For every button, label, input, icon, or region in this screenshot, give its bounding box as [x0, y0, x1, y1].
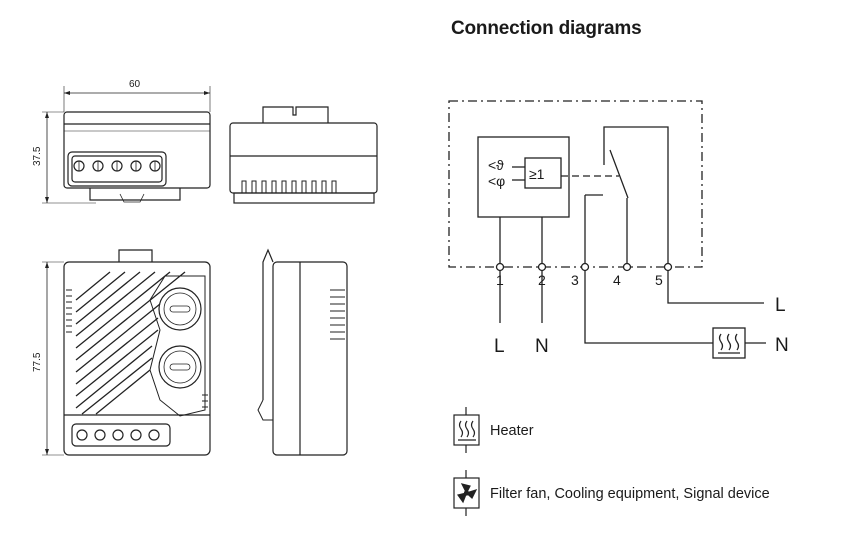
dim-width-label: 60 — [129, 79, 141, 90]
logic-gate-label: ≥1 — [529, 166, 545, 182]
dim-height-top-label: 37.5 — [32, 146, 43, 166]
heater-icon — [453, 407, 480, 453]
page-title: Connection diagrams — [451, 18, 642, 39]
supply-label-l-left: L — [494, 336, 505, 357]
terminal-4: 4 — [613, 272, 621, 288]
device-side-view-top — [229, 106, 378, 204]
supply-label-n-right: N — [775, 335, 789, 356]
circuit-diagram — [448, 100, 766, 359]
device-front-view — [42, 249, 211, 456]
supply-label-n-left: N — [535, 336, 549, 357]
dim-height-front-label: 77.5 — [32, 352, 43, 372]
terminal-5: 5 — [655, 272, 663, 288]
fan-icon — [453, 470, 480, 516]
legend-heater: Heater — [453, 407, 534, 453]
legend-heater-label: Heater — [490, 423, 534, 439]
sensor-temp-symbol: <ϑ — [488, 157, 504, 173]
circuit-heater-icon — [718, 333, 740, 354]
device-side-view-bottom — [257, 248, 348, 456]
legend-fan-label: Filter fan, Cooling equipment, Signal de… — [490, 486, 770, 502]
supply-label-l-right: L — [775, 295, 786, 316]
device-top-view — [42, 86, 211, 204]
legend-fan: Filter fan, Cooling equipment, Signal de… — [453, 470, 770, 516]
sensor-humidity-symbol: <φ — [488, 173, 505, 189]
terminal-2: 2 — [538, 272, 546, 288]
terminal-1: 1 — [496, 272, 504, 288]
terminal-3: 3 — [571, 272, 579, 288]
